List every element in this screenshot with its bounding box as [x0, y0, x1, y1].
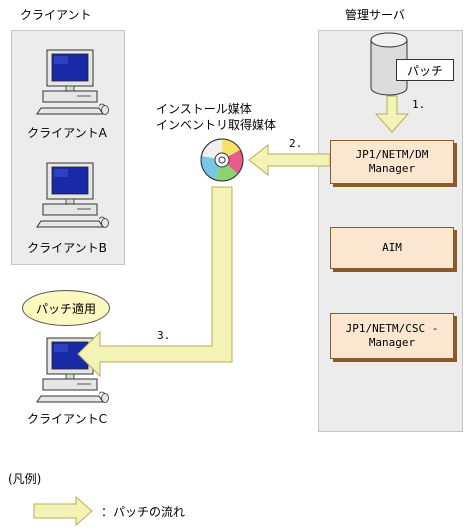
arrow-2: [248, 143, 331, 177]
client-b-label: クライアントB: [27, 241, 107, 255]
client-a-label: クライアントA: [27, 126, 107, 140]
csc-manager-line2: Manager: [368, 336, 416, 349]
arrow-1: [374, 95, 410, 133]
cd-icon: [200, 138, 244, 182]
dm-manager-line2: Manager: [368, 162, 416, 175]
dm-manager-line1: JP1/NETM/DM: [355, 148, 429, 161]
dm-manager-box: JP1/NETM/DM Manager: [330, 140, 454, 184]
client-header: クライアント: [20, 8, 92, 22]
step-2-label: 2.: [289, 137, 303, 150]
csc-manager-line1: JP1/NETM/CSC -: [345, 322, 439, 335]
client-c-label: クライアントC: [27, 412, 107, 426]
computer-icon-a: [36, 49, 109, 115]
media-label-install: インストール媒体: [156, 102, 252, 116]
csc-manager-box: JP1/NETM/CSC - Manager: [330, 313, 454, 359]
legend-item-label: ：パッチの流れ: [101, 505, 186, 519]
database-icon: [370, 32, 408, 96]
step-1-label: 1.: [412, 98, 426, 111]
legend-title: (凡例): [8, 472, 42, 486]
aim-box: AIM: [330, 227, 454, 269]
media-label-inventory: インベントリ取得媒体: [156, 118, 277, 132]
step-3-label: 3.: [157, 329, 171, 342]
arrow-3: [77, 186, 233, 378]
patch-apply-bubble: パッチ適用: [22, 290, 110, 326]
patch-label: パッチ: [396, 59, 454, 81]
aim-label: AIM: [382, 241, 402, 254]
legend-arrow: [33, 495, 93, 527]
server-header: 管理サーバ: [345, 8, 405, 22]
computer-icon-b: [36, 162, 109, 228]
